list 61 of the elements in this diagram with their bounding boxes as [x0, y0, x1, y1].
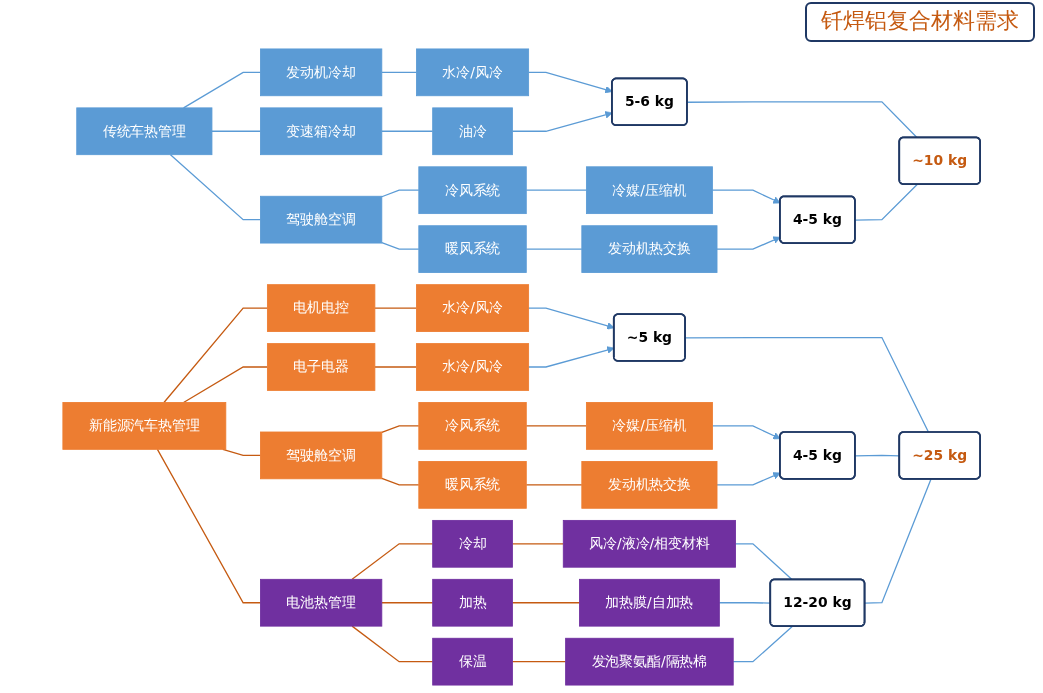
connector — [734, 543, 793, 581]
connector — [381, 71, 418, 73]
node-box: 发动机冷却 — [260, 48, 383, 97]
node-box: 传统车热管理 — [76, 107, 213, 156]
arrow — [716, 236, 781, 250]
node-box: 发泡聚氨酯/隔热棉 — [565, 637, 734, 686]
node-box: 油冷 — [432, 107, 513, 156]
node-box: 风冷/液冷/相变材料 — [562, 519, 736, 568]
connector — [163, 307, 269, 404]
connector — [511, 602, 581, 604]
node-box: 电子电器 — [266, 343, 376, 391]
node-box: 冷媒/压缩机 — [586, 402, 713, 450]
node-box: 变速箱冷却 — [260, 107, 383, 156]
connector — [854, 183, 918, 221]
node-box: 暖风系统 — [418, 225, 527, 273]
node-box: 新能源汽车热管理 — [62, 402, 227, 450]
connector — [686, 101, 918, 139]
connector — [525, 484, 583, 486]
arrow — [716, 472, 781, 486]
connector — [381, 241, 420, 250]
connector — [374, 307, 418, 309]
node-box: 冷风系统 — [418, 166, 527, 215]
node-box: 加热 — [432, 578, 513, 627]
node-box: 驾驶舱空调 — [260, 195, 383, 244]
node-box: 发动机热交换 — [581, 225, 718, 273]
node-box: 电池热管理 — [260, 578, 383, 627]
connector — [169, 154, 262, 221]
arrow — [711, 189, 781, 204]
connector — [182, 366, 269, 404]
node-box: 发动机热交换 — [581, 461, 718, 509]
connector — [511, 661, 567, 663]
node-box: 驾驶舱空调 — [260, 431, 383, 480]
connector — [351, 543, 434, 580]
node-box: 水冷/风冷 — [416, 343, 530, 391]
connector — [864, 478, 932, 604]
connector — [381, 477, 420, 486]
connector — [381, 130, 434, 132]
connector — [211, 130, 262, 132]
connector — [374, 366, 418, 368]
node-box: 水冷/风冷 — [416, 48, 530, 97]
title: 钎焊铝复合材料需求 — [805, 2, 1035, 42]
connector — [511, 543, 564, 545]
connector — [182, 71, 262, 109]
connector — [525, 248, 583, 250]
connector — [222, 448, 262, 457]
node-box: 保温 — [432, 637, 513, 686]
connector — [381, 425, 420, 434]
connector — [381, 602, 434, 604]
node-box: 水冷/风冷 — [416, 284, 530, 332]
node-box: 电机电控 — [266, 284, 376, 332]
node-box: 冷风系统 — [418, 402, 527, 450]
connector — [381, 189, 420, 198]
node-box: 加热膜/自加热 — [579, 578, 720, 627]
connector — [156, 448, 262, 604]
connector — [351, 625, 434, 663]
connector — [732, 625, 793, 663]
node-box: 冷媒/压缩机 — [586, 166, 713, 215]
node-box: 冷却 — [432, 519, 513, 568]
node-box: 暖风系统 — [418, 461, 527, 509]
connector — [525, 425, 588, 427]
connector — [525, 189, 588, 191]
